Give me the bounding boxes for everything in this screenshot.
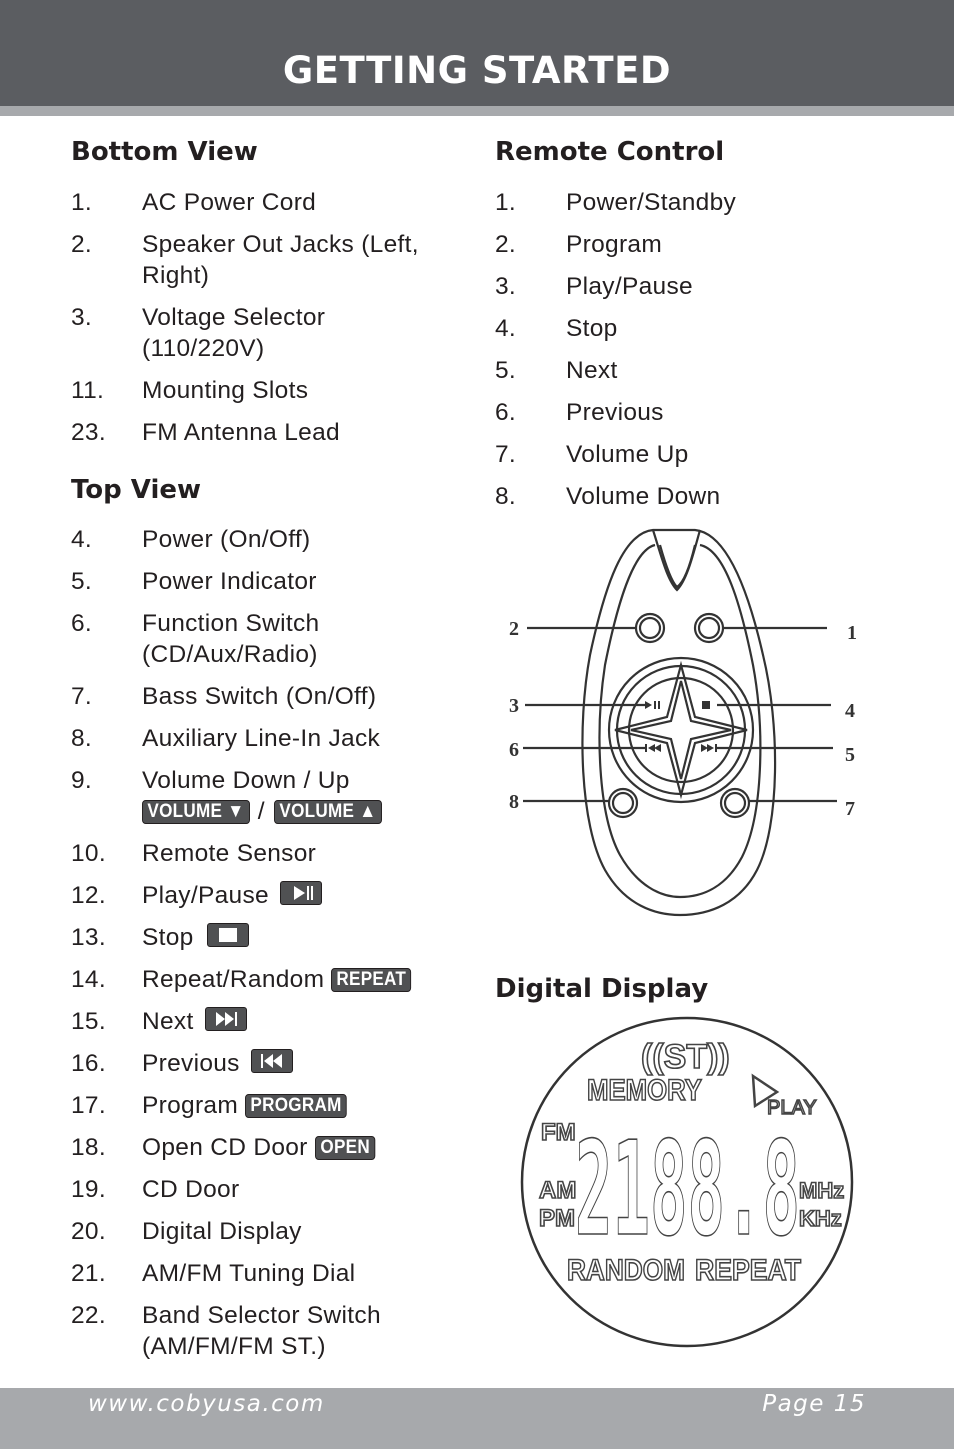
list-item: 2.Speaker Out Jacks (Left, Right) xyxy=(71,231,419,289)
lcd-khz: KHz xyxy=(799,1206,842,1231)
list-item: 17.Program PROGRAM xyxy=(71,1090,451,1121)
list-item: 6.Function Switch (CD/Aux/Radio) xyxy=(71,610,320,668)
page-header: GETTING STARTED xyxy=(0,0,954,106)
lcd-random: RANDOM xyxy=(567,1254,685,1287)
top-view-list: 4.Power (On/Off) 5.Power Indicator 6.Fun… xyxy=(71,524,451,1362)
callout-4: 4 xyxy=(845,700,855,722)
list-item: 4.Stop xyxy=(495,315,618,342)
page-footer: www.cobyusa.com Page 15 xyxy=(0,1388,954,1449)
top-view-title: Top View xyxy=(71,475,202,505)
remote-control-title: Remote Control xyxy=(495,137,725,167)
callout-2: 2 xyxy=(509,618,519,640)
digital-display-title: Digital Display xyxy=(495,974,709,1004)
callout-5: 5 xyxy=(845,744,855,766)
list-item: 22.Band Selector Switch (AM/FM/FM ST.) xyxy=(71,1302,381,1360)
lcd-memory: MEMORY xyxy=(587,1074,702,1107)
list-item: 7.Bass Switch (On/Off) xyxy=(71,683,377,710)
digital-display-diagram: ((ST)) MEMORY FM AM PM 2188.8 MHz KHz RA… xyxy=(520,1016,854,1348)
right-column: Remote Control 1.Power/Standby 2.Program… xyxy=(495,134,915,523)
callout-1: 1 xyxy=(847,622,857,644)
callout-6: 6 xyxy=(509,739,519,761)
open-badge: OPEN xyxy=(314,1136,376,1160)
lcd-mhz: MHz xyxy=(799,1178,844,1203)
volume-up-badge: VOLUME ▲ xyxy=(273,800,382,824)
footer-url: www.cobyusa.com xyxy=(88,1391,325,1417)
list-item: 13.Stop xyxy=(71,922,451,953)
header-rule xyxy=(0,106,954,116)
previous-track-icon xyxy=(250,1049,293,1073)
stop-icon xyxy=(206,923,249,947)
list-item: 3.Voltage Selector (110/220V) xyxy=(71,304,326,362)
list-item: 6.Previous xyxy=(495,399,664,426)
list-item: 23.FM Antenna Lead xyxy=(71,419,340,446)
page-number: Page 15 xyxy=(762,1391,866,1417)
list-item: 8.Auxiliary Line-In Jack xyxy=(71,725,381,752)
bottom-view-title: Bottom View xyxy=(71,137,258,167)
list-item: 1.Power/Standby xyxy=(495,189,737,216)
bottom-view-list: 1.AC Power Cord 2.Speaker Out Jacks (Lef… xyxy=(71,187,451,448)
remote-control-list: 1.Power/Standby 2.Program 3.Play/Pause 4… xyxy=(495,187,915,512)
program-badge: PROGRAM xyxy=(245,1094,348,1118)
list-item: 1.AC Power Cord xyxy=(71,189,317,216)
list-item: 16.Previous xyxy=(71,1048,451,1079)
list-item: 14.Repeat/Random REPEAT xyxy=(71,964,451,995)
callout-3: 3 xyxy=(509,695,519,717)
list-item: 2.Program xyxy=(495,231,663,258)
list-item: 10.Remote Sensor xyxy=(71,840,317,867)
lcd-am: AM xyxy=(539,1177,576,1204)
lcd-play: PLAY xyxy=(767,1097,817,1119)
lcd-repeat: REPEAT xyxy=(695,1254,801,1287)
list-item: 9.Volume Down / Up VOLUME ▼/ VOLUME ▲ xyxy=(71,765,451,827)
left-column: Bottom View 1.AC Power Cord 2.Speaker Ou… xyxy=(71,134,451,1373)
callout-8: 8 xyxy=(509,791,519,813)
volume-down-badge: VOLUME ▼ xyxy=(142,800,250,824)
page-title: GETTING STARTED xyxy=(282,49,672,92)
list-item: 12.Play/Pause xyxy=(71,880,451,911)
lcd-stereo: ((ST)) xyxy=(641,1038,730,1076)
list-item: 11.Mounting Slots xyxy=(71,377,309,404)
lcd-play-icon xyxy=(751,1073,780,1109)
lcd-fm: FM xyxy=(541,1119,576,1146)
list-item: 21.AM/FM Tuning Dial xyxy=(71,1260,356,1287)
list-item: 3.Play/Pause xyxy=(495,273,693,300)
list-item: 15.Next xyxy=(71,1006,451,1037)
lcd-digits: 2188.8 xyxy=(575,1113,800,1265)
next-track-icon xyxy=(204,1007,247,1031)
list-item: 8.Volume Down xyxy=(495,483,721,510)
remote-control-diagram: 2 1 3 4 6 5 8 7 xyxy=(509,528,857,917)
callout-7: 7 xyxy=(845,798,855,820)
repeat-badge: REPEAT xyxy=(331,968,412,992)
list-item: 7.Volume Up xyxy=(495,441,689,468)
list-item: 18.Open CD Door OPEN xyxy=(71,1132,451,1163)
list-item: 20.Digital Display xyxy=(71,1218,302,1245)
list-item: 5.Power Indicator xyxy=(71,568,317,595)
list-item: 5.Next xyxy=(495,357,618,384)
list-item: 4.Power (On/Off) xyxy=(71,526,311,553)
list-item: 19.CD Door xyxy=(71,1176,240,1203)
play-pause-icon xyxy=(280,881,323,905)
lcd-pm: PM xyxy=(539,1205,575,1232)
